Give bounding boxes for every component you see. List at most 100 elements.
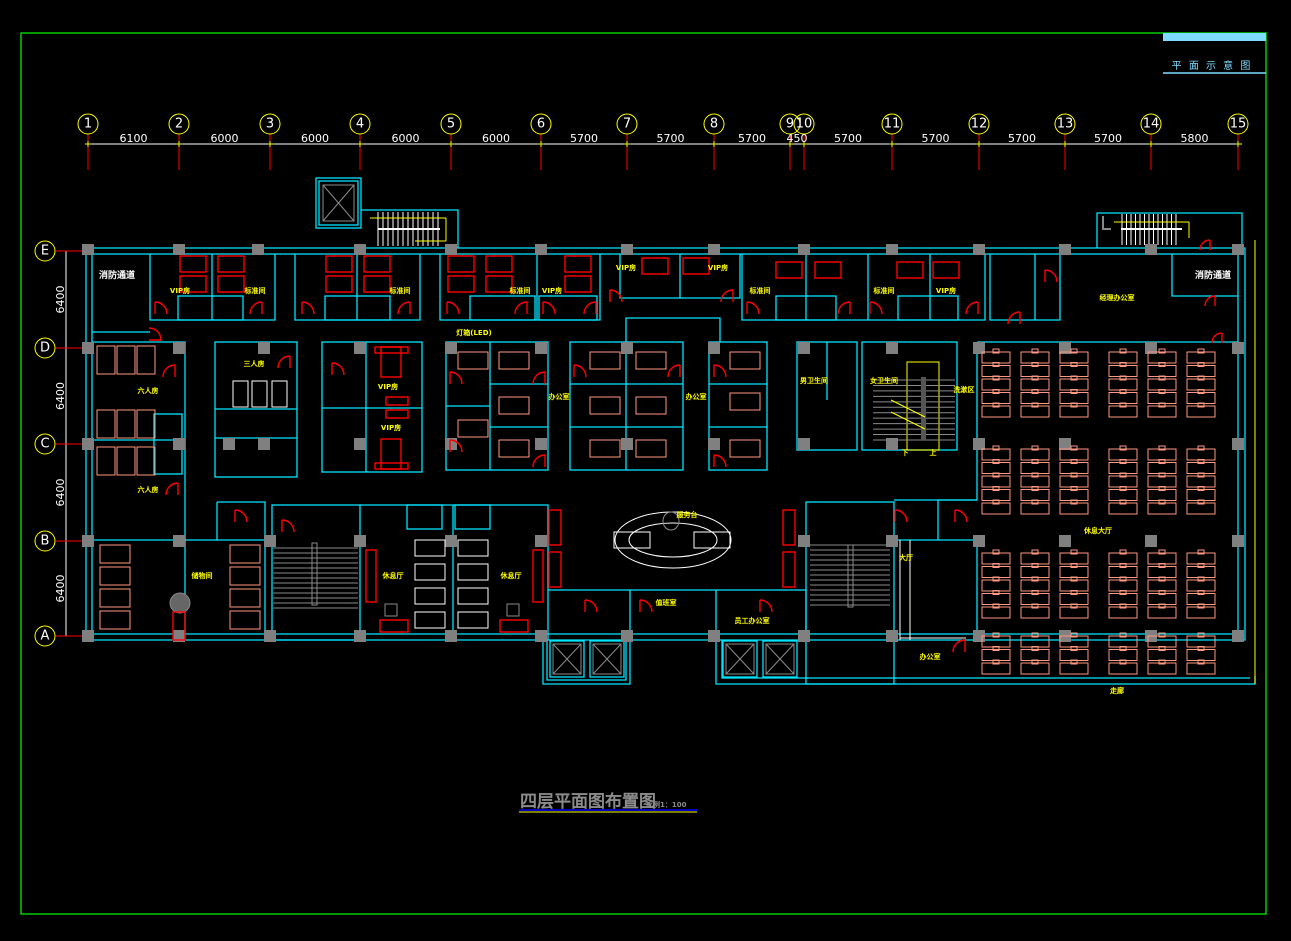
recliner [1059, 448, 1089, 461]
door [759, 599, 773, 613]
desk [589, 351, 621, 370]
elevator-car [552, 643, 582, 675]
door [952, 639, 966, 653]
label-stair-down: 下 [902, 449, 909, 457]
axis-label: 9 [786, 117, 794, 132]
desk [635, 351, 667, 370]
recliner [1147, 606, 1177, 619]
axis-label: 8 [710, 117, 718, 132]
desk [457, 419, 489, 438]
recliner-head [992, 632, 1000, 638]
bed [136, 446, 156, 476]
door [165, 482, 179, 496]
recliner [1020, 365, 1050, 377]
label-corridor: 走廊 [1110, 686, 1124, 695]
recliner-head [1070, 499, 1078, 505]
interior-walls [92, 254, 1238, 685]
vip-double-beds [374, 346, 409, 470]
axis-marker [711, 141, 717, 147]
bed [485, 255, 513, 273]
recliner [1186, 579, 1216, 592]
doors [148, 239, 1223, 653]
elevator-car [725, 643, 755, 675]
label-six-person-2: 六人房 [138, 485, 159, 494]
axis-marker [787, 141, 793, 147]
axis-marker [357, 141, 363, 147]
recliner [1108, 635, 1138, 648]
dimension-label: 5700 [922, 132, 950, 145]
bed [96, 345, 116, 375]
recliner [1020, 475, 1050, 488]
recliner-head [1031, 472, 1039, 478]
column [886, 438, 898, 450]
dimension-label: 6000 [392, 132, 420, 145]
recliner [1059, 606, 1089, 619]
column [886, 630, 898, 642]
recliner-head [1158, 389, 1166, 394]
recliner [1147, 566, 1177, 578]
door [249, 301, 263, 315]
desk [729, 439, 761, 458]
recliner-head [1119, 603, 1127, 609]
recliner [981, 593, 1011, 605]
recliner [1147, 405, 1177, 418]
recliner-head [992, 445, 1000, 451]
recliner-head [1158, 549, 1166, 555]
axis-bubble [703, 113, 725, 135]
door [1199, 239, 1211, 251]
dimension-label: 6400 [54, 286, 67, 314]
recliner-head [1158, 632, 1166, 638]
recliner-head [992, 362, 1000, 367]
recliner [1147, 649, 1177, 661]
recliner [981, 351, 1011, 364]
column [258, 438, 270, 450]
recliner-head [992, 375, 1000, 381]
label-std-4: 标准间 [749, 286, 771, 295]
column [252, 244, 264, 255]
recliner-head [1158, 499, 1166, 505]
recliner-head [992, 603, 1000, 609]
recliner-head [1197, 590, 1205, 595]
recliner-head [1031, 576, 1039, 582]
dimension-label: 6400 [54, 575, 67, 603]
recliner [1108, 365, 1138, 377]
recliner [1147, 662, 1177, 675]
recliner-head [1031, 389, 1039, 394]
recliner [1020, 405, 1050, 418]
axis-label: 4 [356, 117, 364, 132]
recliner-head [1070, 563, 1078, 568]
room-labels: 消防通道 消防通道 VIP房 标准间 标准间 标准间 VIP房 VIP房 VIP… [99, 263, 1231, 695]
top-stair-elevator [315, 177, 459, 248]
recliner [1020, 593, 1050, 605]
dimension-label: 6100 [120, 132, 148, 145]
door [584, 599, 598, 613]
axis-marker [1148, 141, 1154, 147]
recliner-head [1119, 459, 1127, 464]
recliner [1186, 448, 1216, 461]
recliner [1108, 462, 1138, 474]
desk [729, 351, 761, 370]
recliner [1186, 593, 1216, 605]
elevator-cross [552, 643, 582, 675]
label-triple: 三人房 [244, 359, 265, 368]
door [397, 301, 411, 315]
bed [325, 255, 353, 273]
recliner-head [1158, 375, 1166, 381]
axis-bubble [968, 113, 990, 135]
column [354, 244, 366, 255]
recliner-head [1070, 576, 1078, 582]
door [449, 439, 463, 453]
recliner-head [1197, 375, 1205, 381]
recliner [981, 378, 1011, 391]
bed [217, 275, 245, 293]
recliner-head [1197, 646, 1205, 651]
bed [99, 566, 131, 586]
column [973, 535, 985, 547]
door [583, 301, 597, 315]
recliner [1147, 579, 1177, 592]
column [1145, 244, 1157, 255]
axis-marker [448, 141, 454, 147]
dimension-label: 5800 [1181, 132, 1209, 145]
